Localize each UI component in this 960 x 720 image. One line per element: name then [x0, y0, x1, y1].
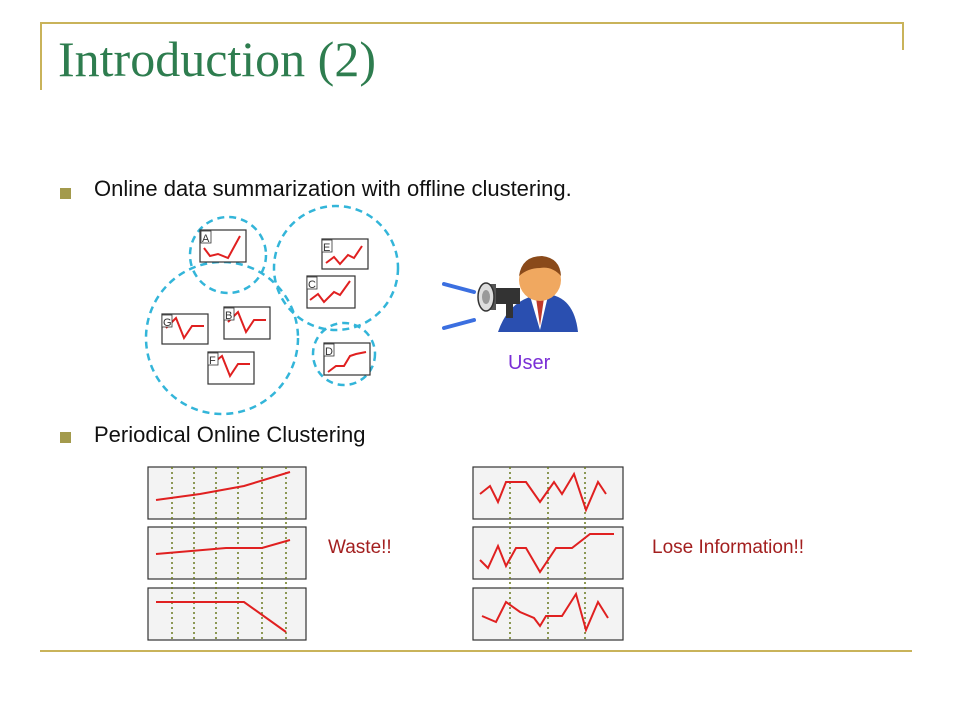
cluster-box-b: B	[223, 306, 271, 340]
cluster-box-c: C	[306, 275, 356, 309]
series-line	[479, 471, 607, 513]
series-line	[165, 316, 204, 341]
slide-title: Introduction (2)	[58, 31, 376, 87]
waste-label: Waste!!	[328, 537, 392, 558]
series-line	[479, 533, 614, 574]
series-line	[155, 471, 291, 501]
panel-left-3	[147, 587, 307, 641]
cluster-circle-bgf	[144, 260, 300, 416]
user-megaphone-icon	[477, 256, 578, 332]
series-line	[325, 245, 363, 266]
frame-right-rule	[902, 22, 904, 50]
series-line	[227, 310, 266, 335]
series-line	[203, 235, 241, 260]
frame-bottom-rule	[40, 650, 912, 652]
cluster-circle-ec	[272, 204, 400, 332]
bullet-online-summarization: Online data summarization with offline c…	[94, 176, 572, 201]
lose-information-label: Lose Information!!	[652, 537, 805, 558]
bullet-marker	[60, 432, 71, 443]
box-label-d: D	[325, 346, 333, 358]
series-line	[156, 601, 287, 633]
panel-group-left	[147, 466, 307, 641]
sound-line-upper	[442, 282, 476, 294]
box-label-a: A	[202, 233, 210, 245]
cluster-circle-a	[188, 215, 268, 295]
user-label: User	[508, 352, 551, 374]
bullet-periodical-clustering: Periodical Online Clustering	[94, 422, 366, 447]
box-label-b: B	[225, 310, 232, 322]
series-line	[155, 539, 291, 555]
cluster-box-d: D	[323, 342, 371, 376]
panel-group-right	[472, 466, 624, 641]
cluster-box-f: F	[207, 351, 255, 385]
sound-line-lower	[442, 318, 476, 330]
frame-top-rule	[40, 22, 904, 24]
box-label-c: C	[308, 279, 316, 291]
box-label-e: E	[323, 242, 330, 254]
cluster-box-g: G	[161, 313, 209, 345]
box-label-g: G	[163, 317, 172, 329]
cluster-circle-d	[311, 321, 377, 387]
series-line	[211, 354, 250, 379]
dotted-grid-right	[509, 467, 586, 640]
bullet-marker	[60, 188, 71, 199]
series-line	[309, 280, 351, 304]
frame-left-rule	[40, 22, 42, 90]
box-label-f: F	[209, 355, 216, 367]
series-line	[481, 591, 609, 634]
cluster-box-a: A	[199, 229, 247, 263]
cluster-box-e: E	[321, 238, 369, 270]
series-line	[327, 351, 367, 373]
